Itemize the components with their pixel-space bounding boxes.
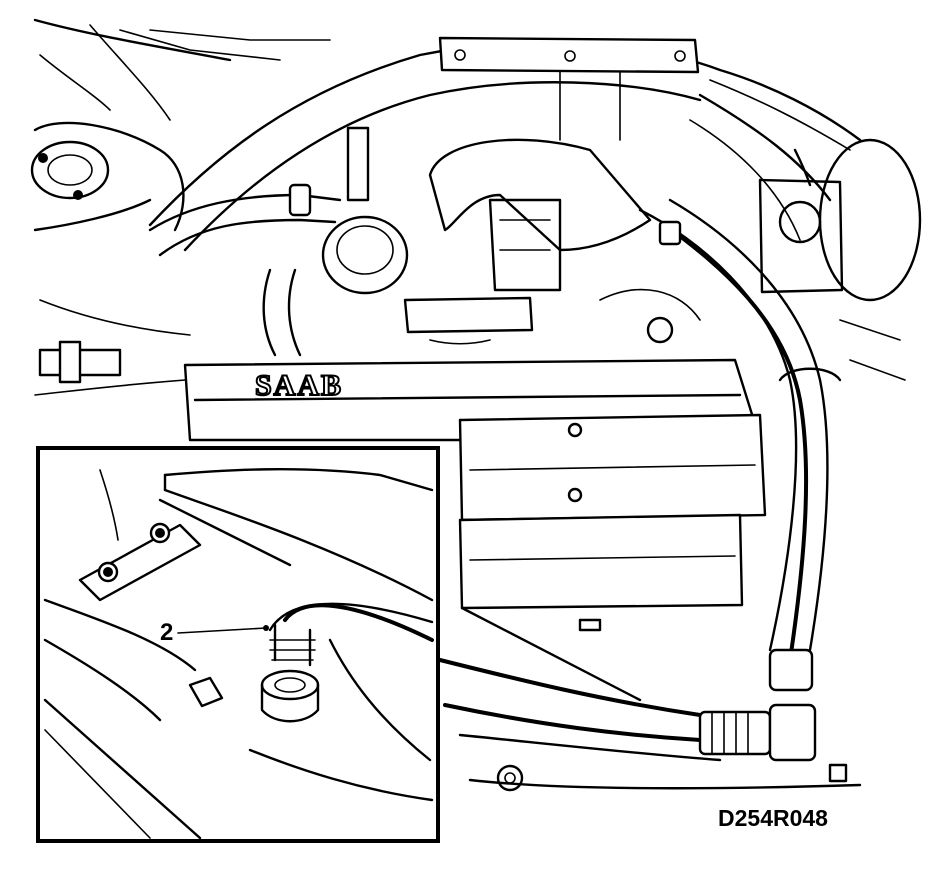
harness-and-connector [438,658,862,792]
callout-number: 2 [160,619,173,646]
callout-leader-line [177,627,267,634]
cam-cover: SAAB [183,358,767,702]
inset-detail: 2 [36,446,440,843]
figure-reference-code: D254R048 [718,805,828,831]
saab-logo: SAAB [255,369,343,402]
engine-bay-background [30,18,922,396]
inset-frame [36,446,440,843]
coolant-hose [638,198,842,692]
